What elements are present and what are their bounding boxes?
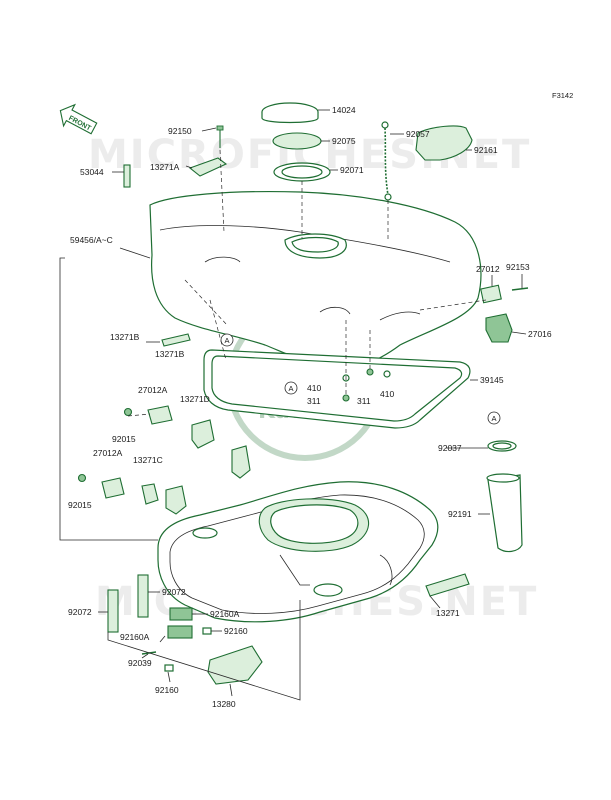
part-latch-27012 bbox=[480, 284, 502, 304]
label-311-1: 311 bbox=[307, 396, 321, 406]
part-pin-53044 bbox=[123, 164, 131, 188]
part-bolt-92153 bbox=[511, 287, 529, 291]
label-27012A-2: 27012A bbox=[93, 448, 123, 458]
svg-text:A: A bbox=[289, 384, 294, 393]
label-92015-1: 92015 bbox=[112, 434, 136, 444]
label-92191: 92191 bbox=[448, 509, 472, 519]
part-410-b bbox=[383, 370, 391, 378]
part-strip-92072-b bbox=[137, 574, 149, 618]
part-bolt-92015-a bbox=[123, 407, 133, 417]
part-hose-92191 bbox=[487, 474, 523, 553]
hatch-gasket bbox=[203, 349, 471, 429]
part-pad-92160-a bbox=[202, 627, 212, 635]
label-92160-2: 92160 bbox=[155, 685, 179, 695]
part-311-b bbox=[366, 368, 374, 376]
label-92072-1: 92072 bbox=[68, 607, 92, 617]
part-cap-14024 bbox=[261, 102, 319, 124]
label-13271B-1: 13271B bbox=[110, 332, 140, 342]
lower-deck bbox=[157, 481, 439, 623]
label-92015-2: 92015 bbox=[68, 500, 92, 510]
label-13271: 13271 bbox=[436, 608, 460, 618]
part-ring-92071 bbox=[273, 162, 331, 182]
label-92160A-2: 92160A bbox=[120, 632, 150, 642]
part-cord-92057 bbox=[384, 127, 389, 196]
label-13271D: 13271D bbox=[180, 394, 210, 404]
label-27012A-1: 27012A bbox=[138, 385, 168, 395]
part-pad-92160A-b bbox=[167, 625, 193, 639]
part-bolt-92015-b bbox=[77, 473, 87, 483]
label-92161: 92161 bbox=[474, 145, 498, 155]
part-pad-92161 bbox=[415, 125, 473, 161]
part-bracket-13280 bbox=[207, 645, 263, 685]
label-92072-2: 92072 bbox=[162, 587, 186, 597]
part-pad-92160A-a bbox=[169, 607, 193, 621]
part-pad-92160-b bbox=[164, 664, 174, 672]
part-bracket-13271A bbox=[188, 157, 228, 177]
label-53044: 53044 bbox=[80, 167, 104, 177]
part-screw-92150 bbox=[216, 125, 224, 148]
part-strip-92072-a bbox=[107, 589, 119, 633]
deck-latch-right bbox=[231, 445, 251, 479]
part-bracket-13271D bbox=[191, 419, 215, 449]
part-311-a bbox=[342, 394, 350, 402]
label-27012: 27012 bbox=[476, 264, 500, 274]
figure-code: F3142 bbox=[552, 91, 573, 100]
label-311-2: 311 bbox=[357, 396, 371, 406]
label-92153: 92153 bbox=[506, 262, 530, 272]
label-410-1: 410 bbox=[307, 383, 321, 393]
label-39145: 39145 bbox=[480, 375, 504, 385]
part-plate-13271 bbox=[425, 573, 470, 597]
part-bracket-13271B bbox=[161, 333, 191, 347]
label-92039: 92039 bbox=[128, 658, 152, 668]
label-13271B-2: 13271B bbox=[155, 349, 185, 359]
ref-marker-a-1: A bbox=[220, 333, 234, 347]
label-14024: 14024 bbox=[332, 105, 356, 115]
label-92057: 92057 bbox=[406, 129, 430, 139]
label-92071: 92071 bbox=[340, 165, 364, 175]
part-latch-27012A-upper bbox=[147, 405, 173, 425]
part-clamp-92037 bbox=[487, 440, 517, 452]
ref-marker-a-3: A bbox=[487, 411, 501, 425]
label-92075: 92075 bbox=[332, 136, 356, 146]
label-13271C: 13271C bbox=[133, 455, 163, 465]
label-92160A-1: 92160A bbox=[210, 609, 240, 619]
label-92037: 92037 bbox=[438, 443, 462, 453]
part-bracket-13271C bbox=[141, 483, 159, 505]
label-92150: 92150 bbox=[168, 126, 192, 136]
label-410-2: 410 bbox=[380, 389, 394, 399]
part-latch-27016 bbox=[485, 313, 513, 343]
part-latch-27012A-lower bbox=[101, 477, 125, 499]
label-27016: 27016 bbox=[528, 329, 552, 339]
ref-marker-a-2: A bbox=[284, 381, 298, 395]
deck-latch-left bbox=[165, 485, 187, 515]
svg-text:A: A bbox=[225, 336, 230, 345]
label-92160-1: 92160 bbox=[224, 626, 248, 636]
label-13280: 13280 bbox=[212, 699, 236, 709]
label-59456: 59456/A~C bbox=[70, 235, 113, 245]
label-13271A: 13271A bbox=[150, 162, 180, 172]
hatch-cover bbox=[149, 190, 482, 369]
svg-text:A: A bbox=[492, 414, 497, 423]
part-92075 bbox=[272, 132, 322, 150]
